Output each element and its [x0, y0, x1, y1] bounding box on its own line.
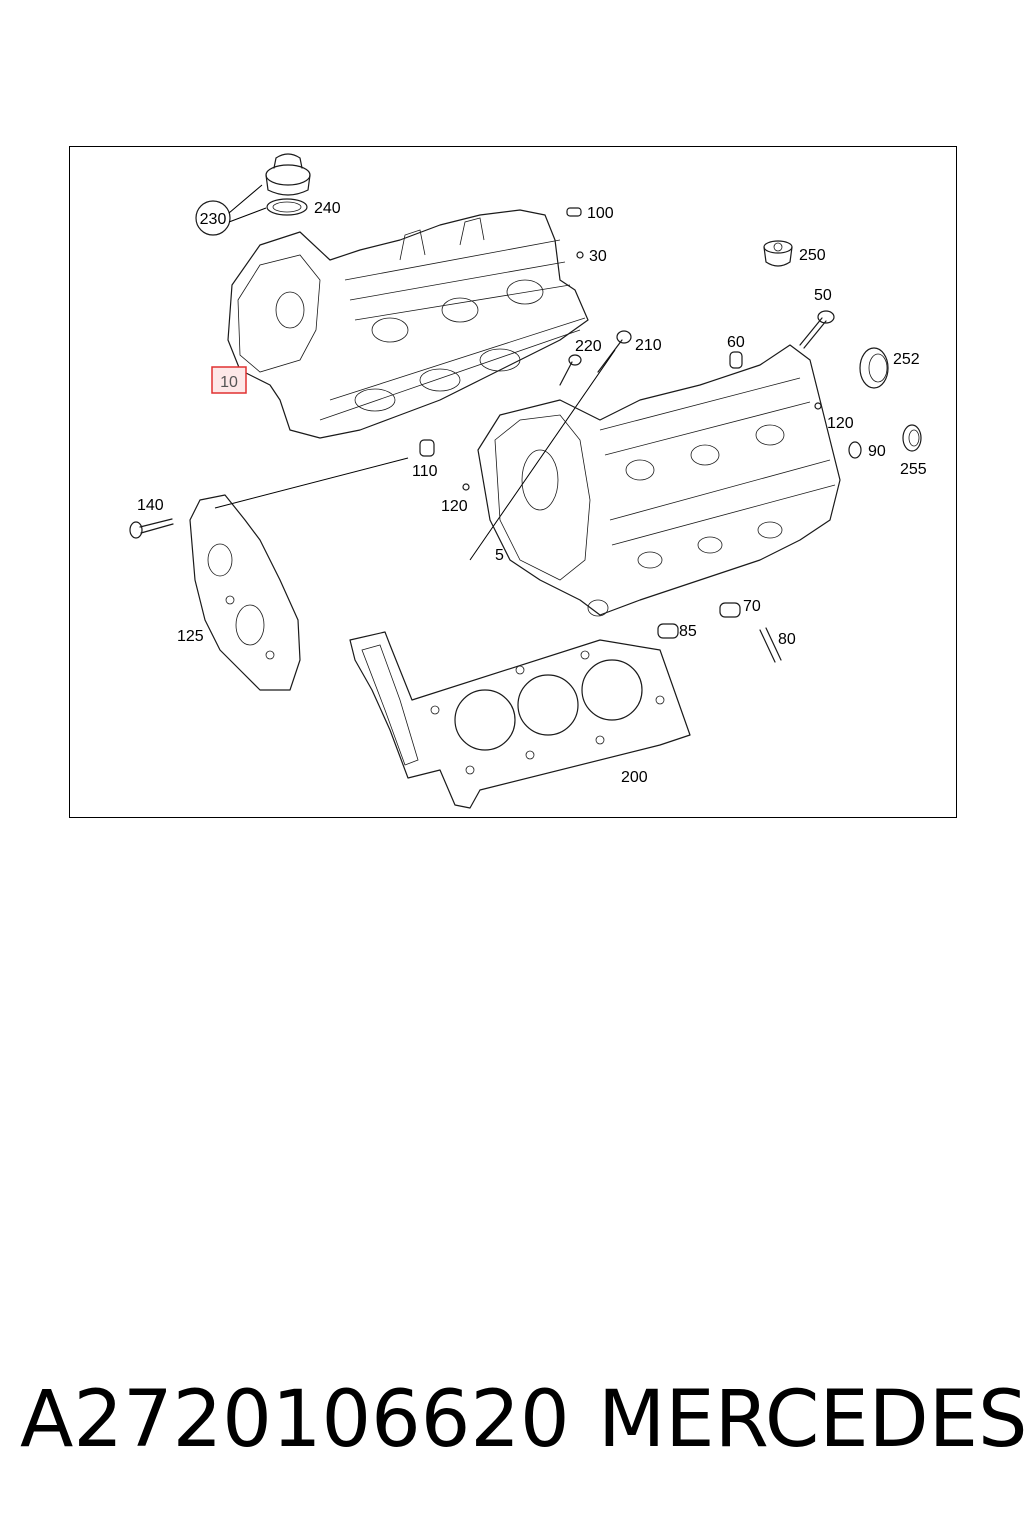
callout-100[interactable]: 100: [587, 205, 614, 222]
callout-210[interactable]: 210: [635, 337, 662, 354]
callout-252[interactable]: 252: [893, 351, 920, 368]
callout-125[interactable]: 125: [177, 628, 204, 645]
callout-220[interactable]: 220: [575, 338, 602, 355]
callout-circle-230: [195, 200, 231, 236]
callout-5[interactable]: 5: [495, 547, 504, 564]
dowel-110: [419, 439, 435, 457]
bolt-140: [129, 518, 174, 539]
dowel-60: [729, 351, 743, 369]
callout-30[interactable]: 30: [589, 248, 607, 265]
brand-name: MERCEDES: [598, 1375, 1024, 1465]
callout-250[interactable]: 250: [799, 247, 826, 264]
plug-90: [848, 441, 862, 459]
callout-90[interactable]: 90: [868, 443, 886, 460]
plug-30: [576, 251, 584, 259]
footer-caption: A2720106620 MERCEDES: [0, 1370, 1024, 1470]
plug-120b: [462, 483, 470, 491]
dowel-85: [657, 623, 679, 639]
callout-10[interactable]: 10: [220, 374, 238, 391]
callout-200[interactable]: 200: [621, 769, 648, 786]
seal-255: [902, 424, 922, 452]
head-gasket-200: [349, 631, 691, 809]
plug-120a: [814, 402, 822, 410]
timing-cover-125: [189, 494, 301, 691]
part-number: A2720106620: [20, 1375, 570, 1465]
callout-110[interactable]: 110: [412, 463, 438, 480]
callout-230[interactable]: 230: [200, 211, 227, 228]
callout-120-lower[interactable]: 120: [441, 498, 468, 515]
cap-250: [763, 240, 793, 267]
dowel-100: [566, 207, 582, 217]
callout-255[interactable]: 255: [900, 461, 927, 478]
bolt-50: [799, 310, 835, 349]
callout-140[interactable]: 140: [137, 497, 164, 514]
callout-80[interactable]: 80: [778, 631, 796, 648]
callout-70[interactable]: 70: [743, 598, 761, 615]
dowel-70: [719, 602, 741, 618]
seal-252: [859, 347, 889, 389]
highlight-box-10[interactable]: [211, 366, 247, 394]
right-cylinder-head: [477, 344, 841, 617]
stud-80: [759, 627, 782, 663]
bolt-220: [559, 354, 582, 386]
diagram-frame: [69, 146, 957, 818]
callout-85[interactable]: 85: [679, 623, 697, 640]
oil-filler-cap: [265, 153, 311, 216]
callout-60[interactable]: 60: [727, 334, 745, 351]
bolt-210: [469, 330, 632, 561]
callout-120-upper[interactable]: 120: [827, 415, 854, 432]
callout-240[interactable]: 240: [314, 200, 341, 217]
callout-50[interactable]: 50: [814, 287, 832, 304]
left-cylinder-head: [227, 209, 589, 439]
